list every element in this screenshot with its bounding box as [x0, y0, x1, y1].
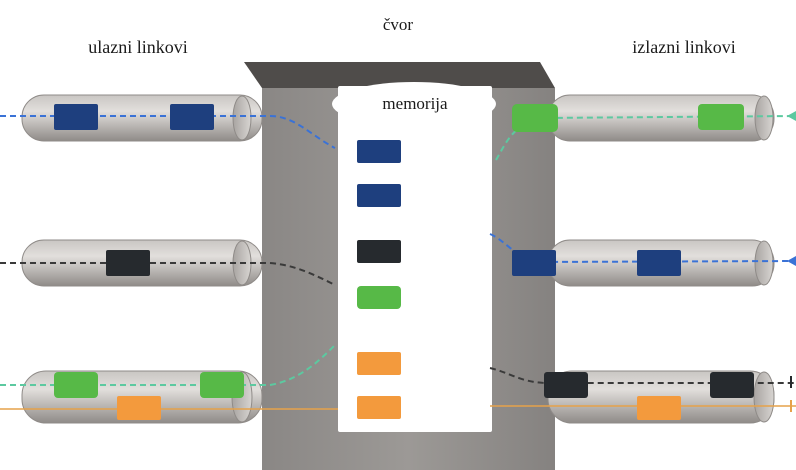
node-label: čvor — [383, 15, 414, 34]
node-top — [244, 62, 555, 88]
blue-arrow-icon — [787, 256, 796, 266]
black-path-out — [489, 367, 796, 384]
packet-green — [512, 104, 558, 132]
packet-blue — [637, 250, 681, 276]
packet-black — [544, 372, 588, 398]
packet-blue — [170, 104, 214, 130]
black-path-in — [0, 262, 336, 286]
memory-label: memorija — [382, 94, 448, 113]
packet-black — [710, 372, 754, 398]
packet-green — [698, 104, 744, 130]
arrow-markers — [787, 111, 796, 412]
packet-green — [54, 372, 98, 398]
memory-packet-blue — [357, 140, 401, 163]
memory-packet-orange — [357, 396, 401, 419]
packet-blue — [512, 250, 556, 276]
packet-orange — [117, 396, 161, 420]
packet-black — [106, 250, 150, 276]
green-path-in — [0, 344, 336, 386]
packets — [54, 104, 754, 420]
memory-title-bubble — [332, 82, 496, 126]
green-arrow-icon — [787, 111, 796, 121]
packet-green — [200, 372, 244, 398]
packet-orange — [637, 396, 681, 420]
orange-marker-icon — [790, 400, 792, 412]
blue-path-out — [489, 233, 796, 264]
output-links-label: izlazni linkovi — [632, 37, 735, 57]
memory-packet-blue — [357, 184, 401, 207]
memory-packet-green — [357, 286, 401, 309]
memory-packet-orange — [357, 352, 401, 375]
memory-packet-black — [357, 240, 401, 263]
black-marker-icon — [790, 376, 792, 388]
memory-area — [338, 86, 492, 432]
blue-path-in — [0, 115, 336, 149]
input-links-label: ulazni linkovi — [88, 37, 187, 57]
packet-blue — [54, 104, 98, 130]
